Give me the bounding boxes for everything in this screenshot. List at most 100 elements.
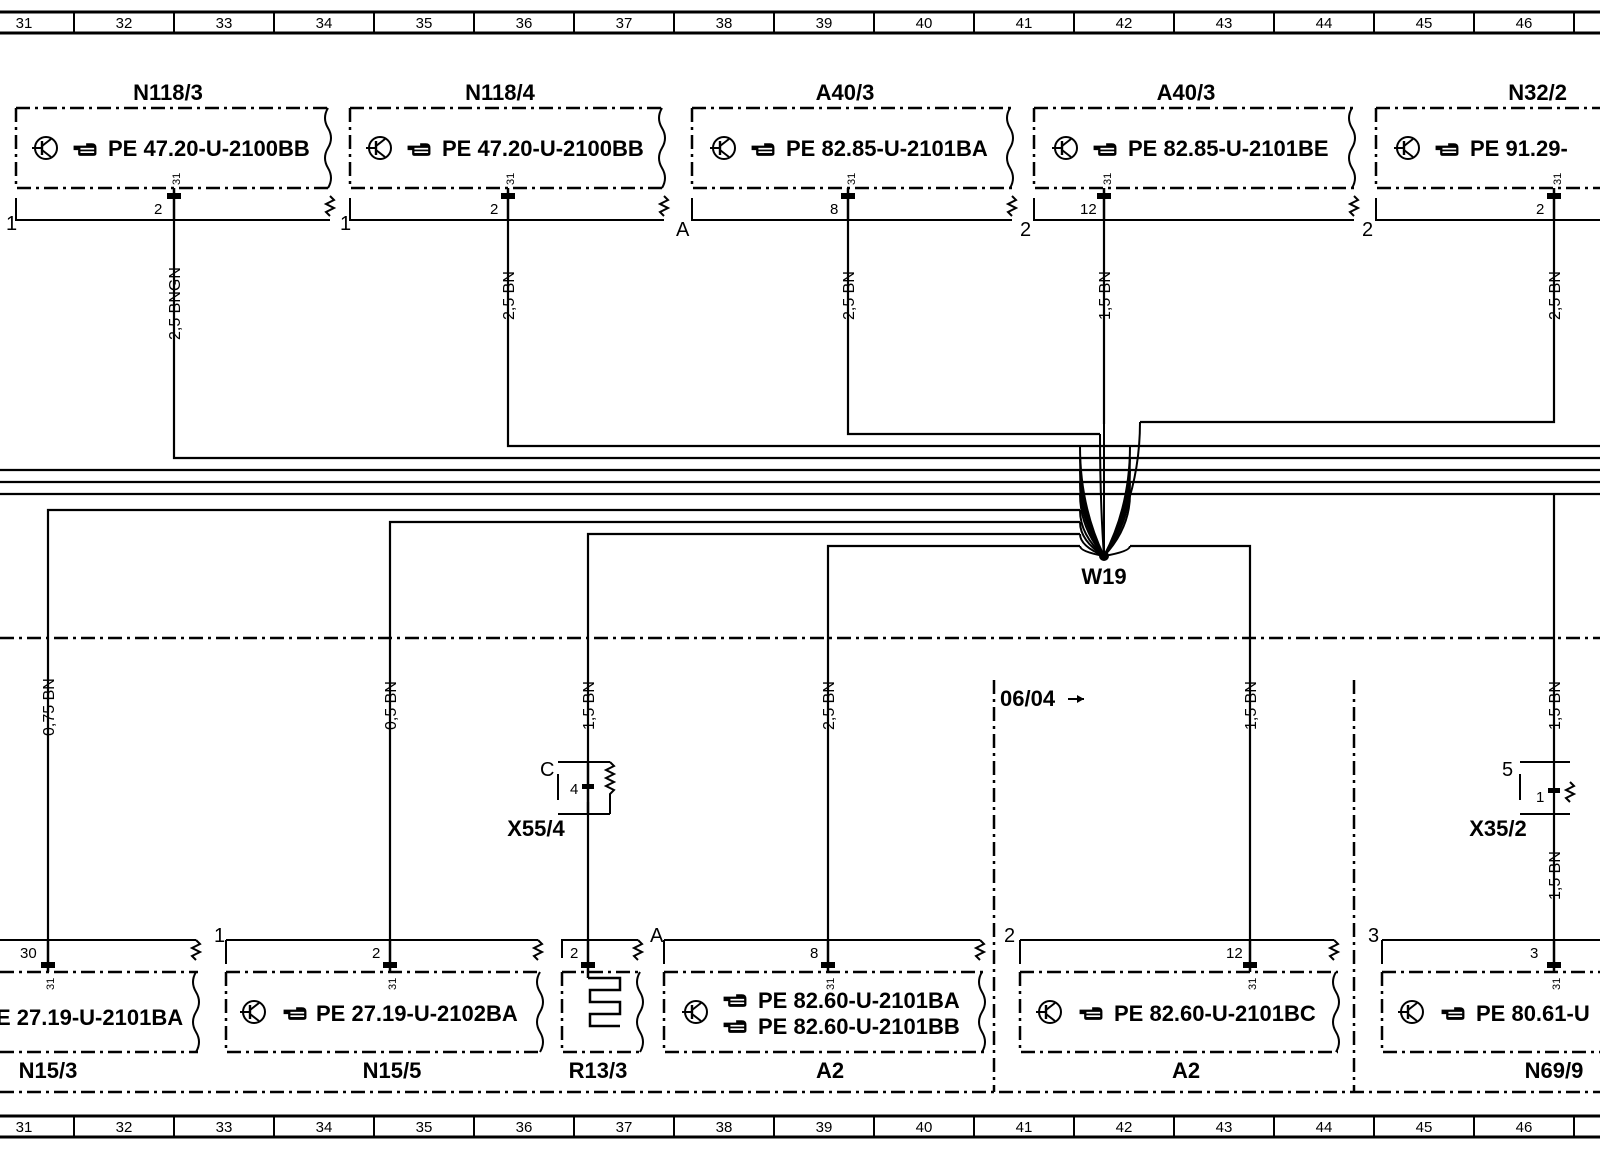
corner-label: C bbox=[540, 759, 554, 781]
component-a40-3-left: A40/3 PE 82.85-U-2101BA A 31 8 bbox=[676, 80, 1019, 241]
wire-labels-bottom: 0,75 BN 0,5 BN 1,5 BN 2,5 BN 1,5 BN 1,5 … bbox=[41, 678, 1564, 900]
pin-sub-label: 31 bbox=[846, 173, 858, 185]
component-id: A2 bbox=[1172, 1058, 1200, 1083]
pin-number: 2 bbox=[372, 945, 380, 962]
corner-label: 2 bbox=[1362, 219, 1373, 241]
reference-code-secondary: PE 82.60-U-2101BB bbox=[758, 1014, 960, 1039]
grid-number: 38 bbox=[716, 1119, 733, 1136]
corner-label: 2 bbox=[1020, 219, 1031, 241]
splice-w19 bbox=[1079, 421, 1141, 561]
pin-sub-label: 31 bbox=[45, 978, 57, 990]
grid-number: 39 bbox=[816, 15, 833, 32]
corner-label: 1 bbox=[6, 213, 17, 235]
pin-number: 4 bbox=[570, 781, 578, 798]
pin-number: 2 bbox=[154, 201, 162, 218]
wire-label: 2,5 BN bbox=[501, 271, 518, 320]
grid-number: 31 bbox=[16, 1119, 33, 1136]
grid-number: 38 bbox=[716, 15, 733, 32]
component-n118-3: N118/3 PE 47.20-U-2100BB 1 31 2 bbox=[6, 80, 337, 235]
grid-number: 34 bbox=[316, 15, 333, 32]
grid-number: 40 bbox=[916, 1119, 933, 1136]
component-id: A40/3 bbox=[816, 80, 875, 105]
component-id: N69/9 bbox=[1525, 1058, 1584, 1083]
ground-icon bbox=[710, 135, 737, 161]
reference-code: PE 82.85-U-2101BE bbox=[1128, 136, 1329, 161]
grid-number: 36 bbox=[516, 1119, 533, 1136]
reference-hand-icon bbox=[1079, 1007, 1103, 1020]
component-n32-2: N32/2 PE 91.29- 2 31 2 bbox=[1362, 80, 1600, 241]
reference-hand-icon bbox=[73, 143, 97, 156]
splice-wire bbox=[1103, 493, 1131, 557]
wire-label: 1,5 BN bbox=[1097, 271, 1114, 320]
component-id: N118/4 bbox=[465, 80, 535, 105]
reference-code: PE 91.29- bbox=[1470, 136, 1568, 161]
reference-hand-icon bbox=[1093, 143, 1117, 156]
grid-number: 46 bbox=[1516, 1119, 1533, 1136]
component-id: A2 bbox=[816, 1058, 844, 1083]
wire-label: 2,5 BN bbox=[821, 681, 838, 730]
grid-number: 45 bbox=[1416, 1119, 1433, 1136]
grid-number: 43 bbox=[1216, 15, 1233, 32]
component-a40-3-right: A40/3 PE 82.85-U-2101BE 2 31 12 bbox=[1020, 80, 1361, 241]
reference-hand-icon bbox=[283, 1007, 307, 1020]
corner-label: A bbox=[676, 219, 690, 241]
connector-id: X35/2 bbox=[1469, 816, 1527, 841]
grid-number: 34 bbox=[316, 1119, 333, 1136]
reference-code: PE 27.19-U-2102BA bbox=[316, 1001, 518, 1026]
component-n118-4: N118/4 PE 47.20-U-2100BB 1 31 2 bbox=[340, 80, 671, 235]
wire-label: 1,5 BN bbox=[1243, 681, 1260, 730]
ground-icon bbox=[366, 135, 393, 161]
connector-id: X55/4 bbox=[507, 816, 565, 841]
grid-number: 32 bbox=[116, 1119, 133, 1136]
reference-hand-icon bbox=[723, 994, 747, 1007]
component-a2-left: A PE 82.60-U-2101BA PE 82.60-U-2101BB 31… bbox=[650, 925, 987, 1083]
pin-number: 1 bbox=[1536, 789, 1544, 806]
grid-number: 40 bbox=[916, 15, 933, 32]
grid-number: 31 bbox=[16, 15, 33, 32]
component-id: N118/3 bbox=[133, 80, 203, 105]
date-label: 06/04 bbox=[1000, 686, 1056, 711]
pin-number: 2 bbox=[490, 201, 498, 218]
splice-node bbox=[1099, 551, 1109, 561]
wire-label: 1,5 BN bbox=[1547, 851, 1564, 900]
grid-number: 35 bbox=[416, 15, 433, 32]
grid-number: 37 bbox=[616, 1119, 633, 1136]
splice-wire bbox=[1099, 433, 1105, 557]
pin-number: 12 bbox=[1226, 945, 1243, 962]
wire-label: 0,75 BN bbox=[41, 678, 58, 736]
component-id: R13/3 bbox=[569, 1058, 628, 1083]
ground-icon bbox=[1036, 999, 1063, 1025]
grid-number: 42 bbox=[1116, 1119, 1133, 1136]
component-n15-3: 31 30 E 27.19-U-2101BA N15/3 bbox=[0, 939, 203, 1083]
component-r13-3: 2 R13/3 bbox=[560, 939, 645, 1083]
pin-sub-label: 31 bbox=[505, 173, 517, 185]
grid-number: 45 bbox=[1416, 15, 1433, 32]
wire-label: 2,5 BN bbox=[1547, 271, 1564, 320]
pin-number: 8 bbox=[810, 945, 818, 962]
grid-number: 32 bbox=[116, 15, 133, 32]
grid-number: 33 bbox=[216, 1119, 233, 1136]
corner-label: 2 bbox=[1004, 925, 1015, 947]
reference-code: PE 82.85-U-2101BA bbox=[786, 136, 988, 161]
component-n15-5: 1 PE 27.19-U-2102BA 31 2 N15/5 bbox=[214, 925, 545, 1083]
ground-icon bbox=[1394, 135, 1421, 161]
reference-hand-icon bbox=[751, 143, 775, 156]
grid-number: 44 bbox=[1316, 15, 1333, 32]
connector-x35-2: 5 1 X35/2 bbox=[1469, 759, 1577, 841]
grid-number: 46 bbox=[1516, 15, 1533, 32]
corner-label: 5 bbox=[1502, 759, 1513, 781]
reference-code: PE 82.60-U-2101BA bbox=[758, 988, 960, 1013]
grid-number: 37 bbox=[616, 15, 633, 32]
pin-sub-label: 31 bbox=[1551, 978, 1563, 990]
pin-number: 30 bbox=[20, 945, 37, 962]
reference-hand-icon bbox=[723, 1020, 747, 1033]
grid-number: 41 bbox=[1016, 15, 1033, 32]
grid-number: 39 bbox=[816, 1119, 833, 1136]
wire-label: 2,5 BN bbox=[841, 271, 858, 320]
splice-label: W19 bbox=[1081, 564, 1126, 589]
grid-number: 43 bbox=[1216, 1119, 1233, 1136]
corner-label: 3 bbox=[1368, 925, 1379, 947]
grid-number: 44 bbox=[1316, 1119, 1333, 1136]
pin-sub-label: 31 bbox=[171, 173, 183, 185]
